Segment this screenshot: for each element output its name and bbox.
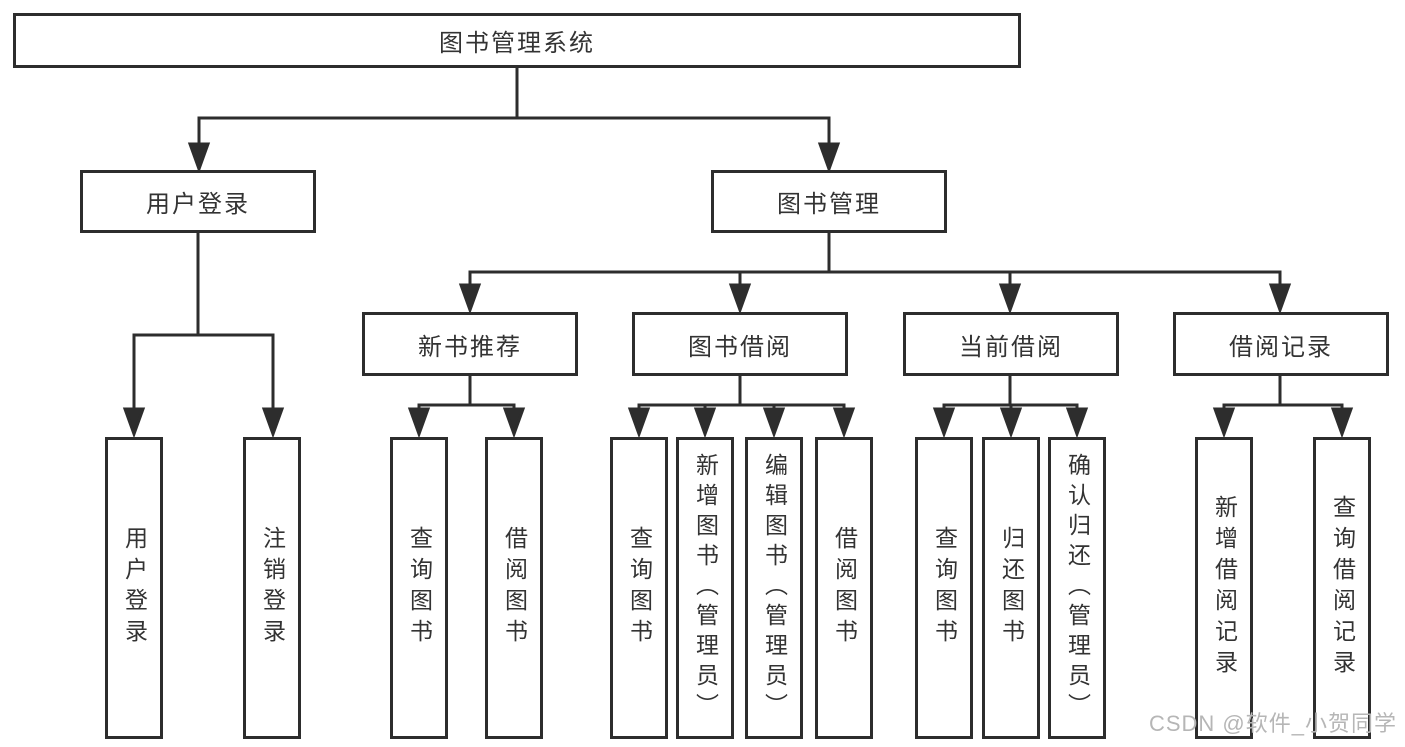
connector-borrowrecord-to-leaves	[1212, 376, 1354, 439]
node-current-borrow-label: 当前借阅	[959, 333, 1063, 361]
leaf-add-book-admin-label: 新增图书（管理员）	[692, 453, 719, 723]
leaf-confirm-return-admin-label: 确认归还（管理员）	[1064, 453, 1091, 723]
node-user-login-label: 用户登录	[146, 191, 250, 218]
leaf-query-borrow-record: 查询借阅记录	[1313, 437, 1371, 739]
node-book-borrow: 图书借阅	[632, 312, 848, 376]
leaf-user-login: 用户登录	[105, 437, 163, 739]
connector-bookborrow-to-leaves	[627, 376, 856, 439]
leaf-query-book-borrow-label: 查询图书	[626, 526, 653, 650]
connector-currentborrow-to-leaves	[932, 376, 1089, 439]
leaf-query-borrow-record-label: 查询借阅记录	[1329, 495, 1356, 681]
leaf-logout: 注销登录	[243, 437, 301, 739]
leaf-return-book: 归还图书	[982, 437, 1040, 739]
leaf-confirm-return-admin: 确认归还（管理员）	[1048, 437, 1106, 739]
leaf-edit-book-admin-label: 编辑图书（管理员）	[761, 453, 788, 723]
node-book-management-label: 图书管理	[777, 191, 881, 218]
leaf-query-book-current-label: 查询图书	[931, 526, 958, 650]
node-root-label: 图书管理系统	[439, 30, 595, 57]
leaf-user-login-label: 用户登录	[121, 526, 148, 650]
connector-root-to-level2	[187, 68, 841, 174]
node-new-book-recommend-label: 新书推荐	[418, 333, 522, 361]
leaf-query-book-borrow: 查询图书	[610, 437, 668, 739]
leaf-borrow-book-borrow: 借阅图书	[815, 437, 873, 739]
leaf-borrow-book-newbook-label: 借阅图书	[501, 526, 528, 650]
node-root: 图书管理系统	[13, 13, 1021, 68]
watermark: CSDN @软件_小贺同学	[1148, 711, 1397, 736]
node-new-book-recommend: 新书推荐	[362, 312, 578, 376]
leaf-logout-label: 注销登录	[259, 526, 286, 650]
node-borrow-record-label: 借阅记录	[1229, 333, 1333, 361]
node-user-login: 用户登录	[80, 170, 316, 233]
leaf-query-book-newbook-label: 查询图书	[406, 526, 433, 650]
node-current-borrow: 当前借阅	[903, 312, 1119, 376]
leaf-add-borrow-record-label: 新增借阅记录	[1211, 495, 1238, 681]
leaf-add-book-admin: 新增图书（管理员）	[676, 437, 734, 739]
connector-userlogin-to-leaves	[122, 233, 285, 439]
leaf-borrow-book-newbook: 借阅图书	[485, 437, 543, 739]
leaf-borrow-book-borrow-label: 借阅图书	[831, 526, 858, 650]
connector-bookmgmt-to-level3	[458, 233, 1292, 315]
node-book-borrow-label: 图书借阅	[688, 333, 792, 361]
node-book-management: 图书管理	[711, 170, 947, 233]
leaf-edit-book-admin: 编辑图书（管理员）	[745, 437, 803, 739]
leaf-query-book-newbook: 查询图书	[390, 437, 448, 739]
leaf-query-book-current: 查询图书	[915, 437, 973, 739]
node-borrow-record: 借阅记录	[1173, 312, 1389, 376]
leaf-add-borrow-record: 新增借阅记录	[1195, 437, 1253, 739]
connector-newbook-to-leaves	[407, 376, 526, 439]
leaf-return-book-label: 归还图书	[998, 526, 1025, 650]
